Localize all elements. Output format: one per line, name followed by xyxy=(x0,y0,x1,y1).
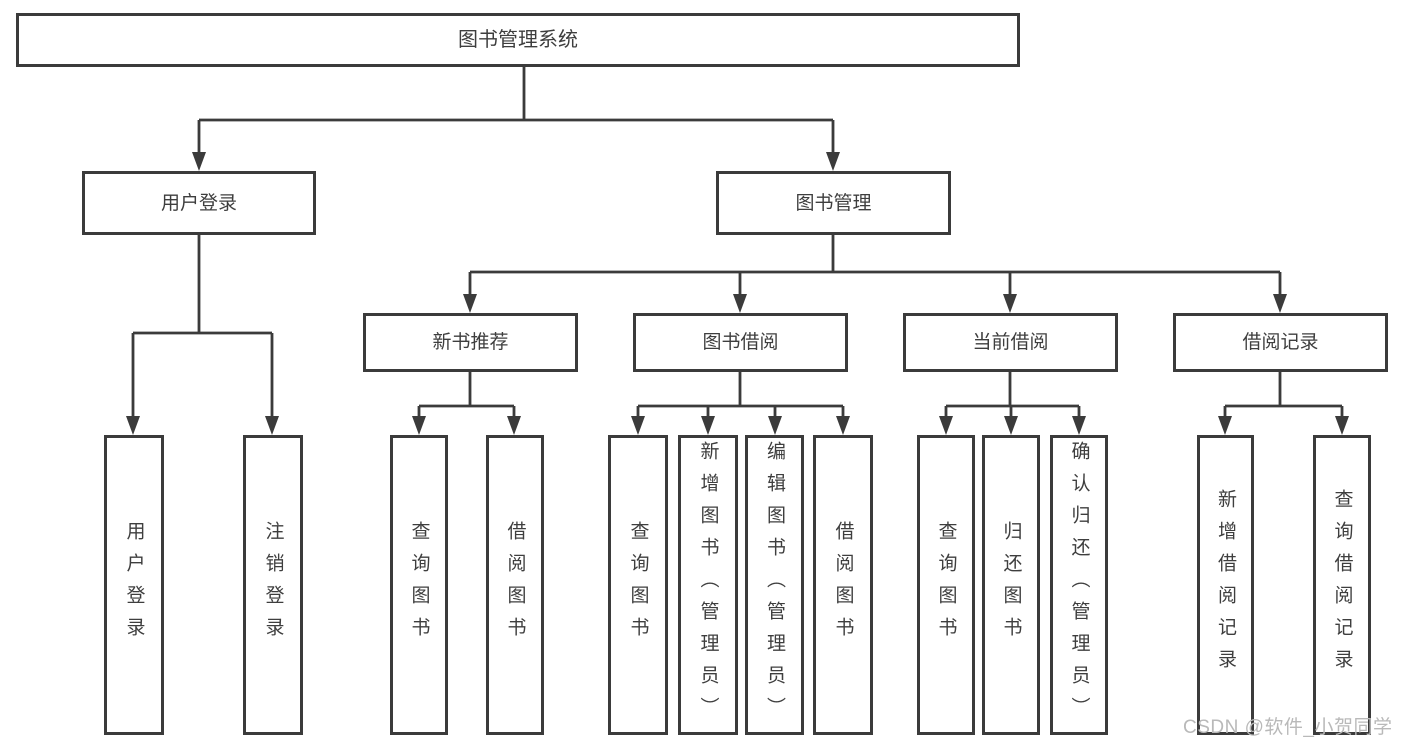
leaf-borrow-query-books: 查询图书 xyxy=(608,435,668,735)
leaf-borrow-borrow-books: 借阅图书 xyxy=(813,435,873,735)
node-borrow-records: 借阅记录 xyxy=(1173,313,1388,372)
leaf-current-confirm-return-admin: 确认归还（管理员） xyxy=(1050,435,1108,735)
leaf-label: 编辑图书（管理员） xyxy=(764,441,785,729)
leaf-label: 新增借阅记录 xyxy=(1215,489,1236,681)
leaf-label: 归还图书 xyxy=(1000,521,1022,649)
leaf-label: 查询图书 xyxy=(408,521,430,649)
node-current-borrow: 当前借阅 xyxy=(903,313,1118,372)
leaf-user-login: 用户登录 xyxy=(104,435,164,735)
leaf-label: 借阅图书 xyxy=(832,521,854,649)
leaf-records-add-record: 新增借阅记录 xyxy=(1197,435,1254,735)
leaf-records-query-record: 查询借阅记录 xyxy=(1313,435,1371,735)
leaf-label: 查询图书 xyxy=(935,521,957,649)
csdn-watermark: CSDN @软件_小贺同学 xyxy=(1183,717,1393,738)
leaf-label: 确认归还（管理员） xyxy=(1068,441,1090,729)
leaf-current-query-books: 查询图书 xyxy=(917,435,975,735)
leaf-current-return-books: 归还图书 xyxy=(982,435,1040,735)
leaf-label: 查询图书 xyxy=(627,521,649,649)
node-book-management: 图书管理 xyxy=(716,171,951,235)
leaf-logout: 注销登录 xyxy=(243,435,303,735)
leaf-borrow-edit-books-admin: 编辑图书（管理员） xyxy=(745,435,804,735)
leaf-label: 查询借阅记录 xyxy=(1331,489,1353,681)
node-user-login: 用户登录 xyxy=(82,171,316,235)
leaf-label: 新增图书（管理员） xyxy=(697,441,719,729)
node-new-book-recommend: 新书推荐 xyxy=(363,313,578,372)
node-root-library-system: 图书管理系统 xyxy=(16,13,1020,67)
node-book-borrow: 图书借阅 xyxy=(633,313,848,372)
leaf-borrow-add-books-admin: 新增图书（管理员） xyxy=(678,435,738,735)
leaf-recommend-borrow-books: 借阅图书 xyxy=(486,435,544,735)
leaf-label: 用户登录 xyxy=(123,521,145,649)
leaf-recommend-query-books: 查询图书 xyxy=(390,435,448,735)
leaf-label: 借阅图书 xyxy=(504,521,526,649)
leaf-label: 注销登录 xyxy=(262,521,284,649)
